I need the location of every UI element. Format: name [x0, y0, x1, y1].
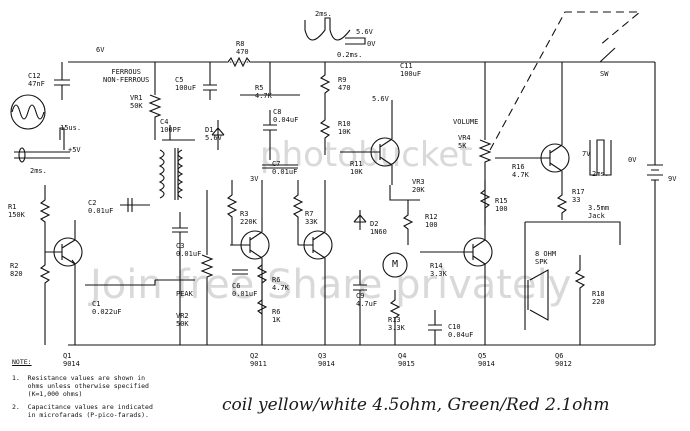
jack-label: 3.5mm Jack [588, 204, 610, 220]
c10-label: C10 0.04uF [448, 323, 474, 339]
note-heading: NOTE: [12, 358, 32, 366]
note-1: 1. Resistance values are shown in ohms u… [12, 374, 149, 398]
wave-top-v1: 5.6V [356, 28, 373, 36]
c7-label: C7 0.01uF [272, 160, 298, 176]
spk-label: 8 OHM SPK [535, 250, 557, 266]
q6-label: Q6 9012 [555, 352, 572, 368]
r6b-label: R6 1K [272, 308, 281, 324]
motor-label: M [392, 259, 399, 270]
rail-6v-label: 6V [96, 46, 105, 54]
r16-label: R16 4.7K [512, 163, 529, 179]
r17-label: R17 33 [572, 188, 585, 204]
v56-label: 5.6V [372, 95, 389, 103]
battery-label: 9V [668, 175, 677, 183]
vr4-label: VR4 5K [458, 134, 471, 150]
d1-label: D1 5.6V [205, 126, 222, 142]
r5-label: R5 4.7K [255, 84, 272, 100]
c8-label: C8 0.04uF [273, 108, 299, 124]
c12-label: C12 47nF [28, 72, 45, 88]
wave-right-t: 2ms. [592, 170, 609, 178]
r2-label: R2 820 [10, 262, 23, 278]
r6-label: R6 4.7K [272, 276, 289, 292]
c9-label: C9 4.7uF [356, 292, 378, 308]
vr1-label: VR1 50K [130, 94, 143, 110]
c4-label: C4 100PF [160, 118, 182, 134]
vr2-label: VR2 50K [176, 312, 189, 328]
wave-top-v2: 0V [367, 40, 376, 48]
r7-label: R7 33K [305, 210, 318, 226]
q3-label: Q3 9014 [318, 352, 335, 368]
c3-label: C3 0.01uF [176, 242, 202, 258]
r15-label: R15 100 [495, 197, 508, 213]
r14-label: R14 3.3K [430, 262, 447, 278]
r13-label: R13 3.3K [388, 316, 405, 332]
volume-label: VOLUME [453, 118, 479, 126]
r1-label: R1 150K [8, 203, 25, 219]
q4-label: Q4 9015 [398, 352, 415, 368]
vr3-label: VR3 20K [412, 178, 425, 194]
c6-label: C6 0.01uF [232, 282, 258, 298]
r11-label: R11 10K [350, 160, 363, 176]
wave-top-t2: 0.2ms. [337, 51, 363, 59]
wave-top-time: 2ms. [315, 10, 332, 18]
r8-label: R8 470 [236, 40, 249, 56]
ferrous-label: FERROUS NON-FERROUS [103, 68, 150, 84]
d2-label: D2 1N60 [370, 220, 387, 236]
r12-label: R12 100 [425, 213, 438, 229]
c2-label: C2 0.01uF [88, 199, 114, 215]
wave-right-v2: 0V [628, 156, 637, 164]
r18-label: R18 220 [592, 290, 605, 306]
handwritten-coil-note: coil yellow/white 4.5ohm, Green/Red 2.1o… [222, 395, 610, 415]
switch-label: SW [600, 70, 609, 78]
q2-label: Q2 9011 [250, 352, 267, 368]
r10-label: R10 10K [338, 120, 351, 136]
c1-label: C1 0.022uF [92, 300, 122, 316]
wave-left-t2: 2ms. [30, 167, 47, 175]
q5-label: Q5 9014 [478, 352, 495, 368]
c11-label: C11 100uF [400, 62, 422, 78]
q1-label: Q1 9014 [63, 352, 80, 368]
note-2: 2. Capacitance values are indicated in m… [12, 403, 153, 419]
wave-left-v: +5V [68, 146, 81, 154]
watermark-bottom: Join free Share privately [90, 262, 572, 308]
wave-right-v1: 7V [582, 150, 591, 158]
r3-label: R3 220K [240, 210, 257, 226]
r9-label: R9 470 [338, 76, 351, 92]
c5-label: C5 100uF [175, 76, 197, 92]
v3-label: 3V [250, 175, 259, 183]
peak-label: PEAK [176, 290, 193, 298]
wave-left-t1: 15us. [60, 124, 82, 132]
